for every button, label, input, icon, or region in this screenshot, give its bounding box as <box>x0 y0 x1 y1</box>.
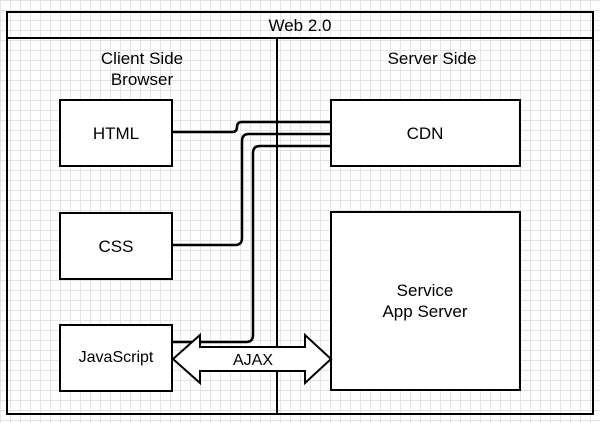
diagram-title: Web 2.0 <box>268 16 331 35</box>
cdn-box <box>330 99 521 167</box>
cdn-label: CDN <box>407 124 444 143</box>
javascript-box <box>59 324 173 392</box>
ajax-double-arrow <box>171 332 333 386</box>
app-server-box <box>330 211 521 391</box>
client-heading-line1: Client Side <box>101 49 183 68</box>
css-box <box>59 212 173 280</box>
html-label: HTML <box>93 124 139 143</box>
connector-css-cdn <box>173 132 330 247</box>
client-heading-line2: Browser <box>111 70 174 89</box>
html-box <box>59 99 173 167</box>
connector-html-cdn <box>173 120 330 134</box>
outer-container <box>6 11 594 415</box>
ajax-label: AJAX <box>233 352 273 369</box>
server-heading: Server Side <box>388 49 477 68</box>
app-server-label-line2: App Server <box>382 302 467 321</box>
connector-javascript-cdn <box>173 144 330 344</box>
css-label: CSS <box>99 237 134 256</box>
app-server-label-line1: Service <box>397 281 454 300</box>
javascript-label: JavaScript <box>79 349 154 366</box>
